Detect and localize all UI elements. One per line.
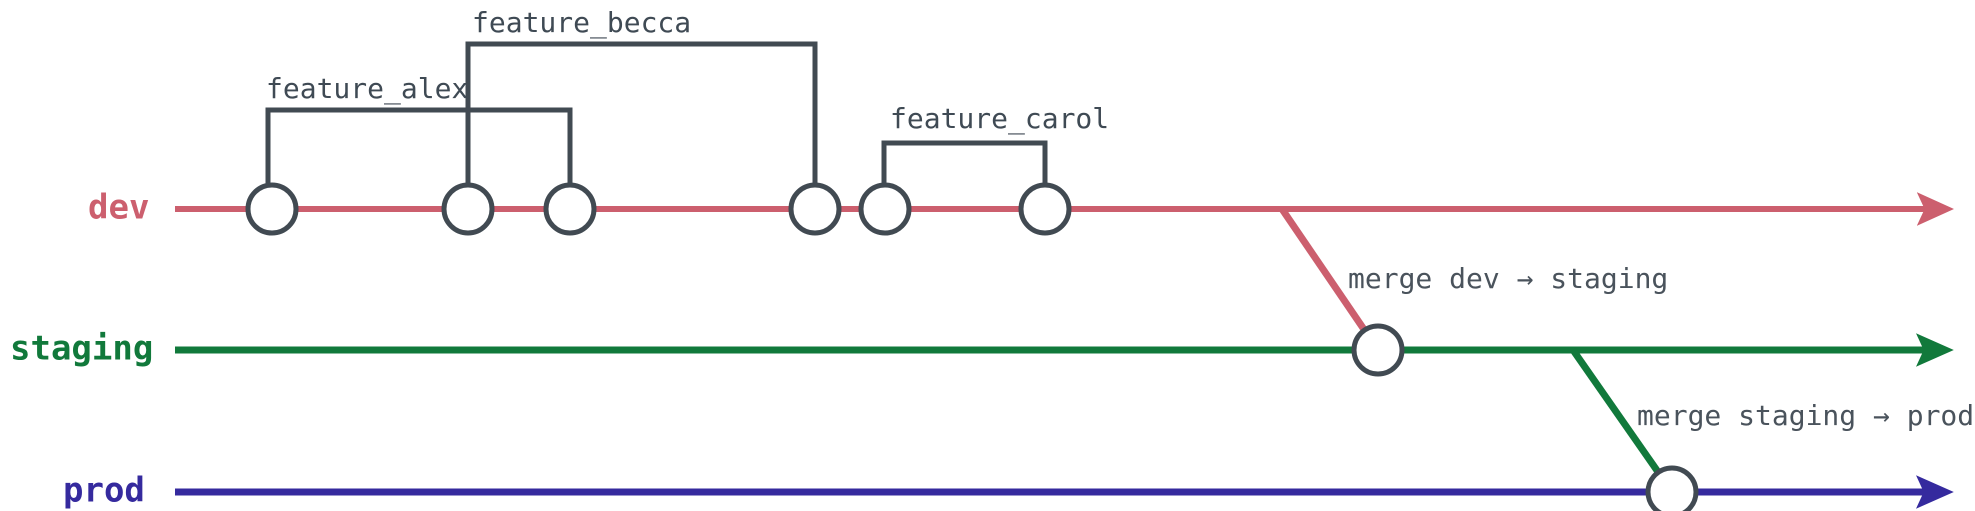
commit-node[interactable] (858, 182, 912, 236)
branch-label-staging: staging (10, 329, 153, 369)
feature-label-carol: feature_carol (890, 102, 1109, 136)
feature-label-becca: feature_becca (472, 6, 691, 40)
commit-node[interactable] (1018, 182, 1072, 236)
branch-lines (175, 192, 1954, 509)
feature-bracket-becca (465, 41, 818, 188)
feature-bracket-alex (265, 107, 573, 188)
merge-edges (1279, 207, 1675, 495)
merge-labels: merge dev → staging merge staging → prod (1348, 262, 1974, 432)
branch-labels: dev staging prod (10, 188, 153, 511)
feature-label-alex: feature_alex (266, 72, 468, 106)
merge-label-dev-staging: merge dev → staging (1348, 262, 1668, 295)
merge-commit-node-prod[interactable] (1645, 465, 1699, 511)
feature-labels: feature_alex feature_becca feature_carol (266, 6, 1109, 136)
merge-label-staging-prod: merge staging → prod (1637, 399, 1974, 432)
feature-bracket-carol (881, 140, 1048, 188)
merge-commit-node-staging[interactable] (1351, 323, 1405, 377)
merge-edge-staging-prod (1570, 347, 1675, 495)
commit-node[interactable] (788, 182, 842, 236)
commit-nodes (245, 182, 1699, 511)
commit-node[interactable] (543, 182, 597, 236)
branch-label-dev: dev (88, 188, 149, 228)
branch-label-prod: prod (63, 471, 145, 511)
commit-node[interactable] (245, 182, 299, 236)
merge-edge-dev-staging (1279, 207, 1381, 352)
feature-brackets (265, 41, 1048, 188)
commit-node[interactable] (441, 182, 495, 236)
